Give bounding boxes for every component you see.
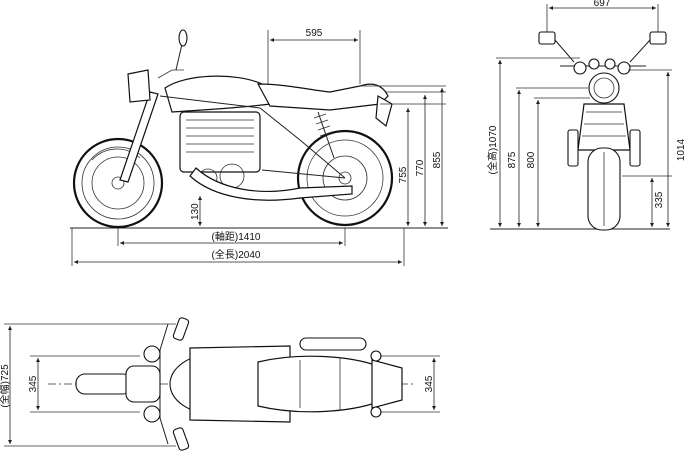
height-770-label: 770 <box>415 159 426 176</box>
top-front-tire <box>75 373 133 395</box>
front-view-motorcycle: 697 <box>490 0 670 231</box>
top-exhaust <box>299 337 367 351</box>
top-view-dimensions: (全幅)725 345 345 <box>0 323 440 447</box>
headlight <box>127 69 151 103</box>
handlebar <box>157 69 184 79</box>
rear-wheel <box>296 129 394 227</box>
front-view-dimensions: (全高)1070 875 800 1014 335 <box>486 57 687 227</box>
height-875-label: 875 <box>507 151 518 168</box>
right-mirror <box>649 31 667 45</box>
top-right-width-label: 345 <box>424 375 435 392</box>
exhaust-pipe <box>189 167 353 201</box>
mirror-stem <box>175 43 183 71</box>
fuel-tank <box>164 75 271 113</box>
front-fork <box>119 91 159 183</box>
top-seat <box>257 355 389 413</box>
tail-fender <box>375 95 393 128</box>
engine <box>179 111 261 189</box>
left-mirror <box>538 31 556 45</box>
ground-clearance-label: 130 <box>190 203 201 220</box>
top-tail <box>371 359 403 409</box>
seat <box>256 83 389 111</box>
rear-shock <box>317 111 335 159</box>
swing-arm <box>261 169 346 179</box>
top-headlight <box>125 365 161 403</box>
seat-length-label: 595 <box>306 28 323 39</box>
front-headlight <box>588 72 620 104</box>
height-755-label: 755 <box>398 166 409 183</box>
front-width-label: 697 <box>594 0 611 9</box>
top-overall-width-label: (全幅)725 <box>0 364 11 408</box>
wheelbase-label: (軸距)1410 <box>212 230 261 243</box>
top-left-width-label: 345 <box>28 375 39 392</box>
overall-height-label: (全高)1070 <box>486 125 499 174</box>
frame <box>159 95 346 179</box>
overall-length-label: (全長)2040 <box>212 248 261 261</box>
mirror <box>178 29 188 47</box>
front-body <box>577 103 631 151</box>
front-wheel <box>72 137 164 229</box>
side-view-dimensions: 595 130 (軸距)1410 (全長)2040 755 770 855 <box>71 28 448 266</box>
height-1014-label: 1014 <box>676 138 687 161</box>
side-view-motorcycle <box>70 29 405 229</box>
height-800-label: 800 <box>526 151 537 168</box>
height-335-label: 335 <box>654 191 665 208</box>
height-855-label: 855 <box>432 151 443 168</box>
top-view-motorcycle <box>48 317 414 451</box>
